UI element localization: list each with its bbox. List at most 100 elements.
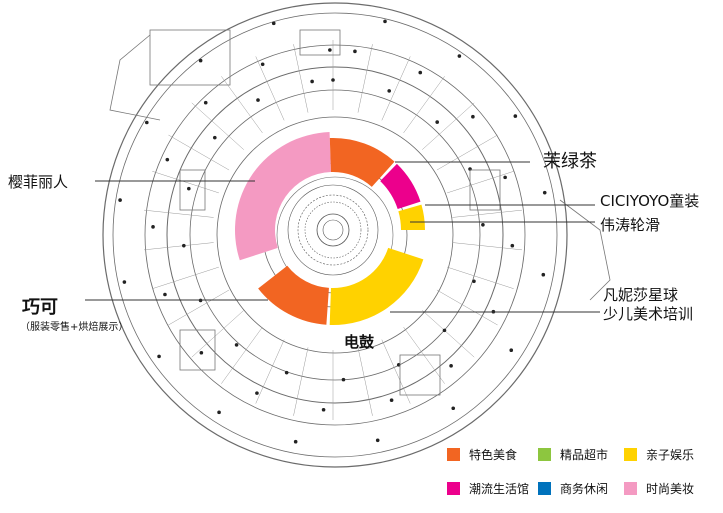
store-qiaoke[interactable] xyxy=(258,265,329,325)
column-dot xyxy=(472,279,476,284)
column-dot xyxy=(375,438,380,443)
column-dot xyxy=(255,391,259,395)
label-diangu: 电鼓 xyxy=(344,333,375,351)
radial-wall xyxy=(452,209,522,218)
legend-item-kids: 亲子娱乐 xyxy=(624,446,694,463)
legend-swatch xyxy=(624,448,637,461)
label-shaoer: 少儿美术培训 xyxy=(603,305,694,323)
legend-item-business: 商务休闲 xyxy=(538,480,608,497)
radial-wall xyxy=(403,76,445,134)
column-dot xyxy=(151,225,155,229)
column-dot xyxy=(328,48,332,52)
store-weitao[interactable] xyxy=(398,204,425,230)
column-dot xyxy=(217,410,221,415)
leader-lines xyxy=(85,161,600,313)
radial-wall xyxy=(447,171,514,194)
column-dot xyxy=(389,398,394,402)
store-molvcha[interactable] xyxy=(329,138,395,187)
column-dot xyxy=(293,439,298,444)
radial-wall xyxy=(168,289,230,326)
column-dot xyxy=(451,406,456,411)
column-dot xyxy=(187,186,191,191)
column-dot xyxy=(203,100,208,105)
label-yingfei: 樱菲丽人 xyxy=(8,173,69,191)
legend-item-supermarket: 精品超市 xyxy=(538,446,608,463)
radial-wall xyxy=(152,171,219,194)
column-dot xyxy=(212,135,217,140)
column-dot xyxy=(260,62,265,67)
label-ciciyoyo: CICIYOYO童装 xyxy=(600,192,700,210)
radial-wall xyxy=(357,44,373,113)
column-dot xyxy=(122,280,127,284)
column-dot xyxy=(157,354,161,359)
store-ciciyoyo[interactable] xyxy=(380,163,421,209)
atrium-icon xyxy=(287,184,379,276)
legend-swatch xyxy=(538,482,551,495)
column-dot xyxy=(513,114,518,118)
radial-wall xyxy=(144,209,214,218)
column-dot xyxy=(199,350,204,355)
label-qiaoke: 巧可 xyxy=(22,297,58,318)
label-qiaoke-sub: （服装零售+烘焙展示） xyxy=(20,322,129,333)
radial-wall xyxy=(357,347,373,416)
radial-wall xyxy=(381,56,411,121)
legend-item-beauty: 时尚美妆 xyxy=(624,480,694,497)
column-dot xyxy=(541,272,546,277)
legend-swatch xyxy=(538,448,551,461)
store-yingfei-beauty[interactable] xyxy=(234,132,331,261)
column-dot xyxy=(383,19,387,24)
radial-wall xyxy=(255,56,285,121)
radial-wall xyxy=(191,102,244,150)
column-dot xyxy=(503,175,507,180)
radial-wall xyxy=(422,102,475,150)
store-fanni-shaoer[interactable] xyxy=(329,247,424,325)
radial-wall xyxy=(221,326,263,384)
radial-wall xyxy=(191,310,244,358)
legend-item-food: 特色美食 xyxy=(447,446,517,463)
radial-wall xyxy=(152,266,219,289)
column-dot xyxy=(331,78,335,82)
radial-wall xyxy=(447,266,514,289)
column-dot xyxy=(418,70,423,75)
column-dot xyxy=(341,377,346,382)
radial-wall xyxy=(293,347,309,416)
column-dot xyxy=(310,79,314,84)
wing-blocks xyxy=(109,29,611,396)
radial-wall xyxy=(144,242,214,251)
building-outline xyxy=(102,2,568,468)
column-dot xyxy=(163,292,167,297)
radial-wall xyxy=(293,44,309,113)
label-fanni: 凡妮莎星球 xyxy=(603,286,679,304)
column-dot xyxy=(471,114,475,119)
column-dot xyxy=(510,243,515,248)
column-dot xyxy=(353,49,357,54)
column-dot xyxy=(256,98,260,102)
column-dot xyxy=(271,21,276,26)
column-dot xyxy=(509,348,514,353)
column-dot xyxy=(145,120,149,125)
label-weitao: 伟涛轮滑 xyxy=(600,216,661,234)
radial-wall xyxy=(436,134,498,171)
column-dot xyxy=(118,198,122,202)
column-dot xyxy=(387,89,391,93)
column-dot xyxy=(165,157,170,162)
radial-walls xyxy=(144,40,522,420)
legend-swatch xyxy=(624,482,637,495)
column-dot xyxy=(442,328,447,333)
legend-swatch xyxy=(447,482,460,495)
column-dot xyxy=(198,58,203,63)
radial-wall xyxy=(452,242,522,251)
column-dot xyxy=(182,243,186,248)
radial-wall xyxy=(436,289,498,326)
column-dot xyxy=(234,343,239,347)
radial-wall xyxy=(221,76,263,134)
legend-swatch xyxy=(447,448,460,461)
radial-wall xyxy=(255,339,285,404)
column-dot xyxy=(435,120,439,124)
legend-item-trend: 潮流生活馆 xyxy=(447,480,529,497)
column-dot xyxy=(321,407,326,412)
column-dot xyxy=(542,190,547,195)
column-dot xyxy=(284,370,289,375)
column-dot xyxy=(457,54,462,58)
